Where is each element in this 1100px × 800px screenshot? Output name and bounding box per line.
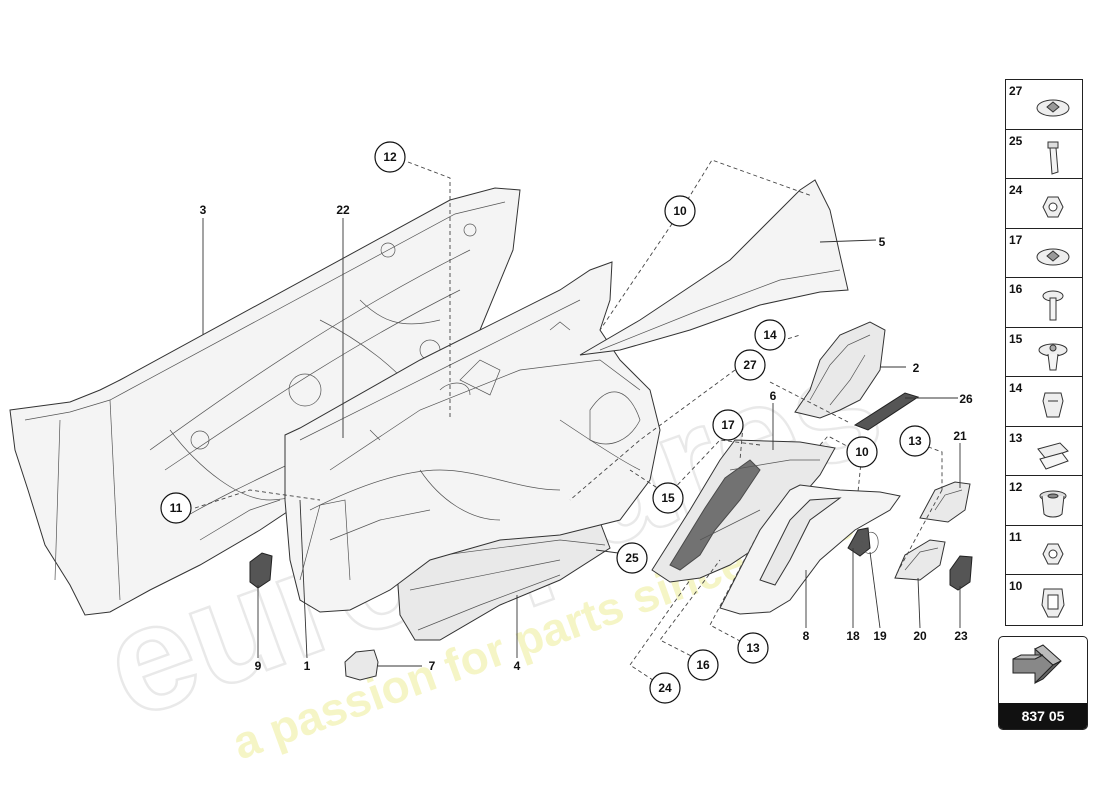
callout-10-top: 10: [664, 195, 696, 227]
part-5-upper-trim: [579, 179, 849, 356]
legend-num: 25: [1009, 133, 1023, 148]
callout-24: 24: [649, 672, 681, 704]
label-20: 20: [913, 629, 927, 643]
legend-num: 27: [1009, 84, 1023, 98]
part-2-trim-bezel: [794, 321, 886, 419]
callout-27: 27: [734, 349, 766, 381]
hardware-legend: 27 25 24 17 16 15: [1005, 79, 1083, 626]
legend-row-12: 12: [1006, 476, 1082, 526]
label-5: 5: [879, 235, 886, 249]
legend-row-10: 10: [1006, 575, 1082, 625]
hex-nut-icon: [1042, 196, 1064, 218]
part-1-inner-door-trim: [284, 261, 661, 613]
callout-17: 17: [712, 409, 744, 441]
part-9-switch: [249, 552, 273, 589]
clip-nut-icon: [1036, 99, 1070, 117]
legend-num: 12: [1009, 480, 1023, 494]
solid-leaders: [161, 218, 961, 667]
callout-14-text: 14: [763, 328, 777, 342]
label-2: 2: [913, 361, 920, 375]
callout-24-text: 24: [658, 681, 672, 695]
part-23-switch: [949, 555, 973, 591]
label-3: 3: [200, 203, 207, 217]
callout-25-text: 25: [625, 551, 639, 565]
part-8-frame-trim: [719, 484, 901, 615]
label-7: 7: [429, 659, 436, 673]
legend-num: 13: [1009, 430, 1023, 445]
callout-13-bottom-text: 13: [746, 641, 760, 655]
legend-num: 10: [1009, 579, 1023, 593]
callout-13-top-text: 13: [908, 434, 922, 448]
legend-num: 24: [1009, 183, 1023, 197]
callout-13-top: 13: [899, 425, 931, 457]
callout-12-text: 12: [383, 150, 397, 164]
label-23: 23: [954, 629, 968, 643]
callout-10-top-text: 10: [673, 204, 687, 218]
hex-nut-icon: [1042, 543, 1064, 564]
direction-arrow-icon: [1012, 644, 1062, 685]
clip-icon: [1042, 392, 1064, 418]
dashed-leaders: [194, 159, 943, 689]
grommet-icon: [1039, 490, 1067, 518]
callout-15: 15: [652, 482, 684, 514]
callout-11: 11: [160, 492, 192, 524]
part-6-handle-module: [651, 439, 836, 583]
callout-25: 25: [616, 542, 648, 574]
label-18: 18: [846, 629, 860, 643]
label-6: 6: [770, 389, 777, 403]
callout-16: 16: [687, 649, 719, 681]
callout-27-text: 27: [743, 358, 757, 372]
legend-row-13: 13: [1006, 427, 1082, 476]
callout-10-mid: 10: [846, 436, 878, 468]
label-4: 4: [514, 659, 521, 673]
legend-row-25: 25: [1006, 130, 1082, 179]
retaining-clip-icon: [1041, 588, 1065, 618]
label-21: 21: [953, 429, 967, 443]
label-22: 22: [336, 203, 350, 217]
label-1: 1: [304, 659, 311, 673]
callout-16-text: 16: [696, 658, 710, 672]
legend-row-16: 16: [1006, 278, 1082, 328]
legend-row-15: 15: [1006, 328, 1082, 377]
legend-num: 17: [1009, 232, 1023, 247]
part-20-bezel: [894, 539, 946, 581]
legend-num: 16: [1009, 282, 1023, 296]
rivet-icon: [1042, 290, 1064, 321]
legend-row-11: 11: [1006, 526, 1082, 575]
callout-14: 14: [754, 319, 786, 351]
legend-num: 14: [1009, 381, 1023, 395]
callout-17-text: 17: [721, 418, 735, 432]
part-7-cap: [344, 649, 379, 681]
label-9: 9: [255, 659, 262, 673]
part-21-bezel: [919, 481, 971, 523]
reference-code: 837 05: [999, 703, 1087, 729]
callout-15-text: 15: [661, 491, 675, 505]
reference-box: 837 05: [998, 636, 1088, 730]
label-26: 26: [959, 392, 973, 406]
legend-num: 11: [1009, 529, 1022, 544]
expansion-rivet-icon: [1038, 343, 1068, 370]
label-19: 19: [873, 629, 887, 643]
callout-11-text: 11: [170, 501, 183, 515]
legend-num: 15: [1009, 331, 1023, 346]
bolt-icon: [1047, 141, 1059, 175]
callout-12: 12: [374, 141, 406, 173]
label-8: 8: [803, 629, 810, 643]
legend-row-24: 24: [1006, 179, 1082, 229]
legend-row-14: 14: [1006, 377, 1082, 427]
legend-row-27: 27: [1006, 80, 1082, 130]
callout-13-bottom: 13: [737, 632, 769, 664]
spring-clip-icon: [1037, 441, 1069, 470]
part-26-strip: [853, 392, 920, 431]
legend-row-17: 17: [1006, 229, 1082, 278]
part-19-seal-ring: [861, 532, 879, 554]
callout-10-mid-text: 10: [855, 445, 869, 459]
clip-nut-icon: [1036, 248, 1070, 265]
